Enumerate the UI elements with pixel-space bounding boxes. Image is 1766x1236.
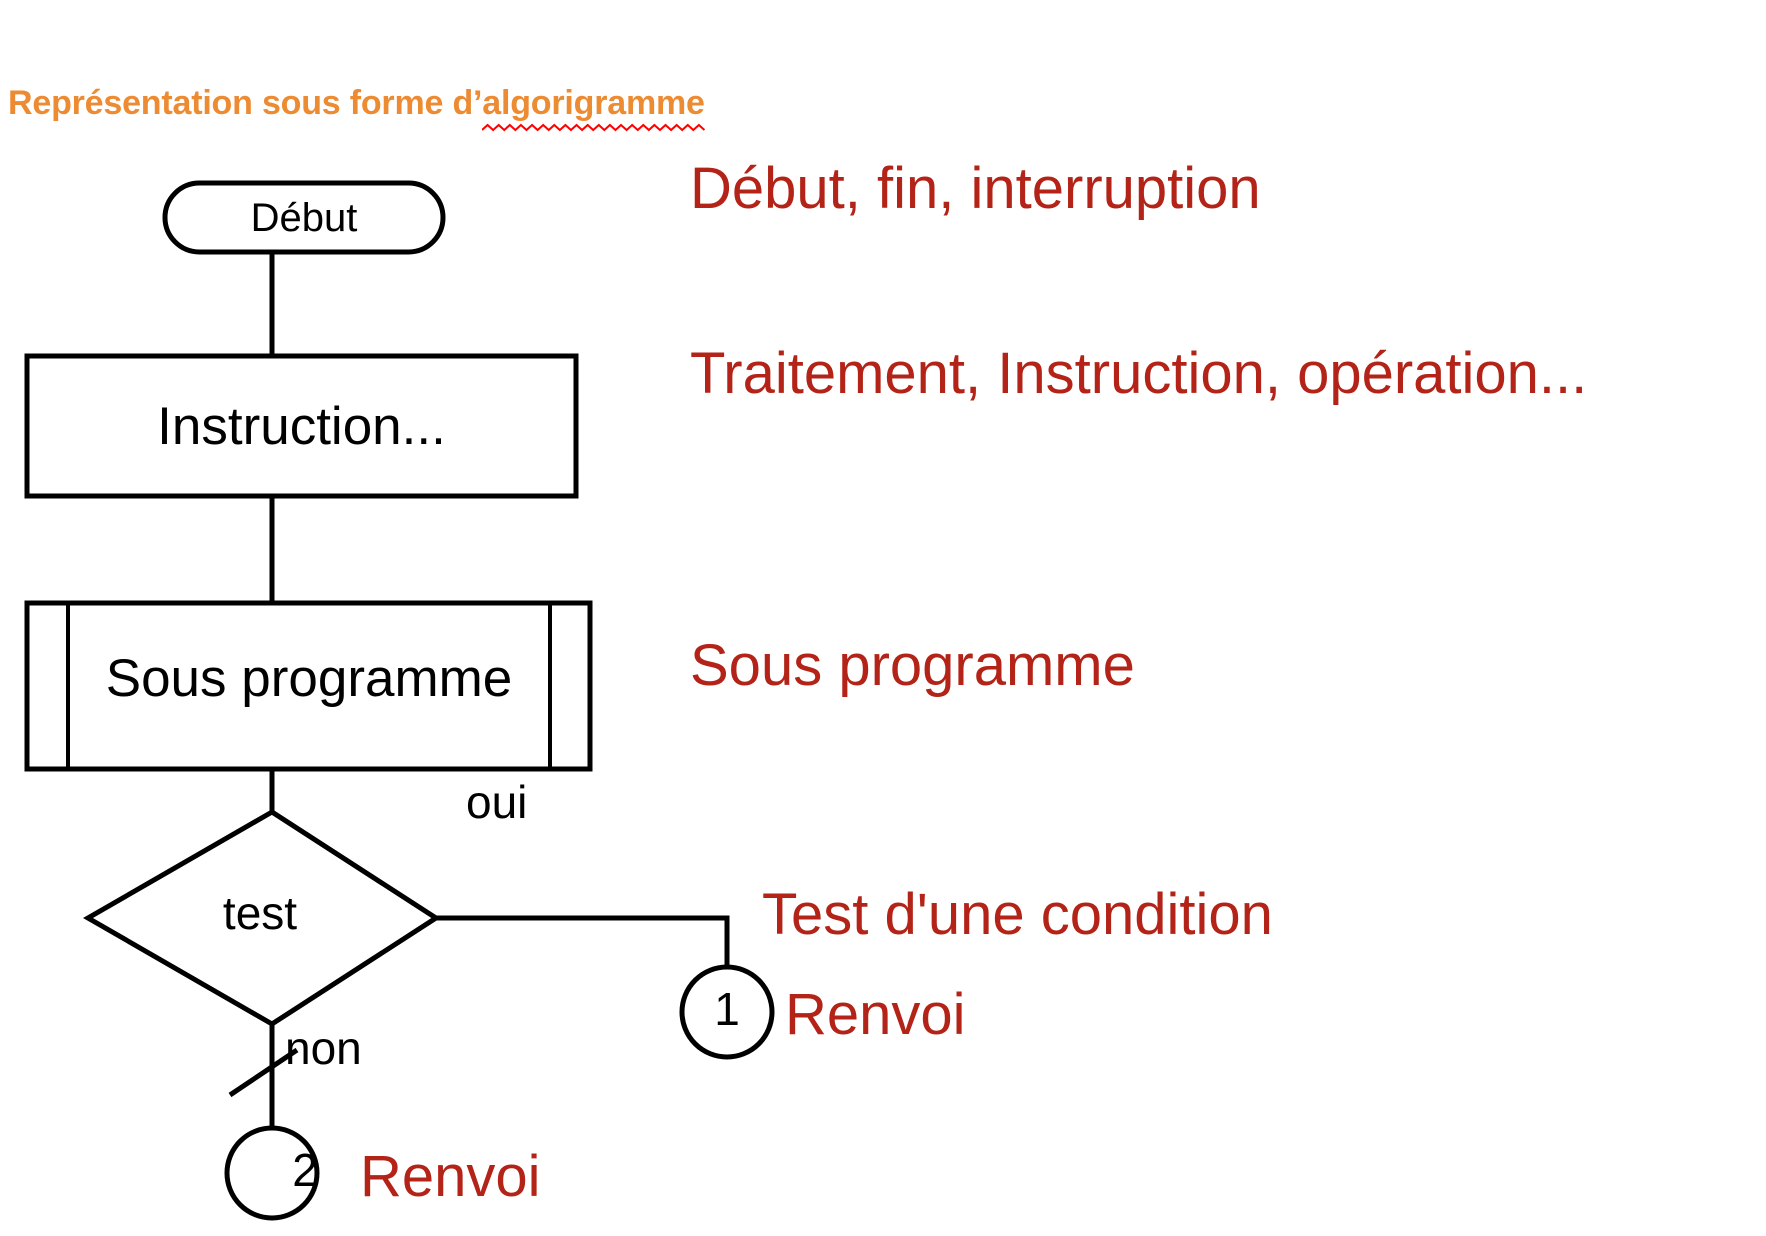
page-title: Représentation sous forme d’algorigramme <box>8 84 705 123</box>
edge-label-no: non <box>285 1022 362 1074</box>
page-title-misspelled-text: algorigramme <box>482 84 705 122</box>
page-title-prefix: Représentation sous forme d’ <box>8 84 483 122</box>
decision-label: test <box>222 887 298 939</box>
page-title-misspelled-word: algorigramme <box>482 84 705 123</box>
no-branch-tick-mark <box>228 1047 299 1098</box>
annotation-decision: Test d'une condition <box>762 882 1273 947</box>
annotation-subprogram: Sous programme <box>690 633 1135 698</box>
process-label: Instruction... <box>157 397 446 456</box>
process-shape <box>24 353 579 499</box>
connector-2-label: 2 <box>292 1144 318 1196</box>
annotation-connector-2: Renvoi <box>360 1144 541 1209</box>
edge-decision-yes <box>436 915 730 967</box>
terminal-label: Début <box>250 196 358 240</box>
connector-1-shape <box>679 964 775 1060</box>
subprogram-label: Sous programme <box>105 649 513 708</box>
connector-2-shape <box>224 1125 320 1221</box>
page-title-text: Représentation sous forme d’algorigramme <box>8 84 705 122</box>
annotation-terminal: Début, fin, interruption <box>690 156 1261 221</box>
connector-1-label: 1 <box>714 983 740 1035</box>
edge-label-yes: oui <box>466 776 528 828</box>
annotation-connector-1: Renvoi <box>785 982 966 1047</box>
subprogram-shape <box>24 600 593 772</box>
annotation-process: Traitement, Instruction, opération... <box>690 341 1588 406</box>
terminal-shape <box>162 180 446 255</box>
